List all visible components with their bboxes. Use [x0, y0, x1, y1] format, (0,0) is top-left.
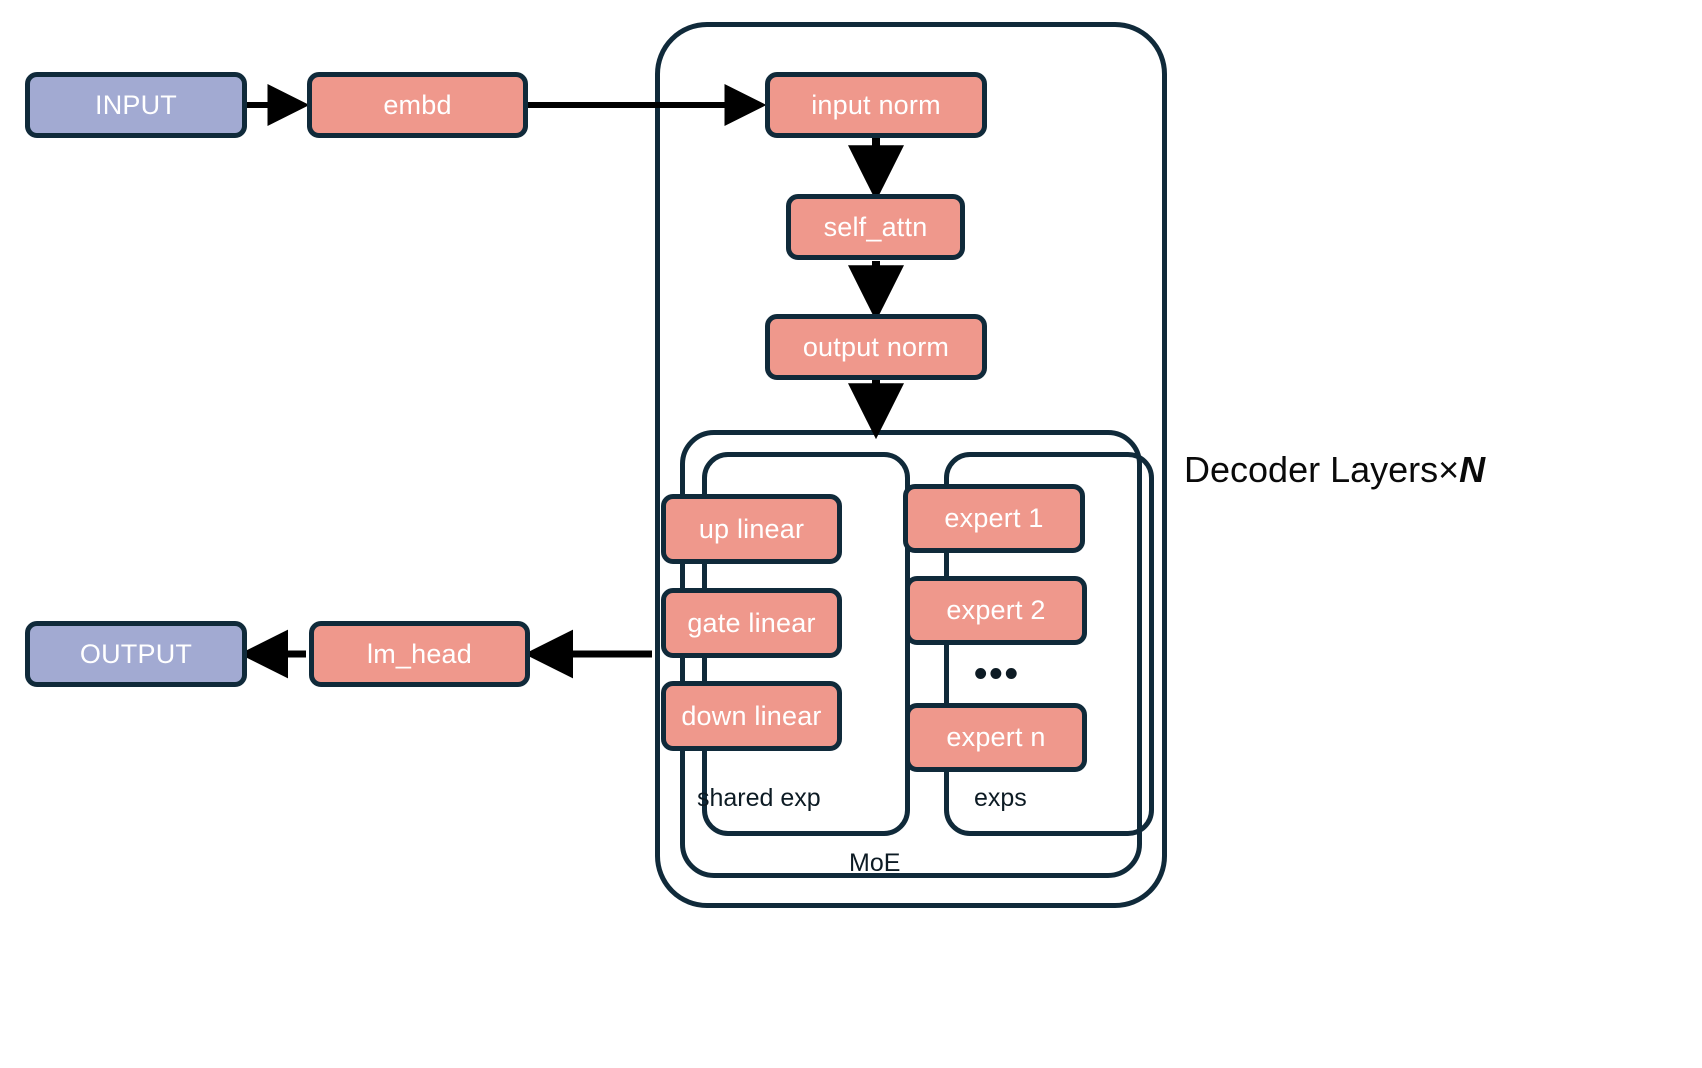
node-embd[interactable]: embd	[307, 72, 528, 138]
node-expert-n[interactable]: expert n	[905, 703, 1087, 772]
decoder-layers-count: N	[1459, 449, 1486, 490]
node-expert-1[interactable]: expert 1	[903, 484, 1085, 553]
node-lm-head[interactable]: lm_head	[309, 621, 530, 687]
node-up-linear[interactable]: up linear	[661, 494, 842, 564]
node-output-norm[interactable]: output norm	[765, 314, 987, 380]
decoder-layers-container	[655, 22, 1167, 908]
shared-exp-label: shared exp	[697, 784, 821, 812]
exps-label: exps	[974, 784, 1027, 812]
node-input-norm[interactable]: input norm	[765, 72, 987, 138]
node-expert-2[interactable]: expert 2	[905, 576, 1087, 645]
node-down-linear[interactable]: down linear	[661, 681, 842, 751]
node-self-attn[interactable]: self_attn	[786, 194, 965, 260]
node-gate-linear[interactable]: gate linear	[661, 588, 842, 658]
moe-label: MoE	[849, 849, 901, 877]
decoder-layers-label: Decoder Layers×N	[1184, 452, 1485, 488]
decoder-layers-text: Decoder Layers×	[1184, 449, 1460, 490]
experts-ellipsis: •••	[974, 653, 1020, 695]
node-input[interactable]: INPUT	[25, 72, 247, 138]
node-output[interactable]: OUTPUT	[25, 621, 247, 687]
